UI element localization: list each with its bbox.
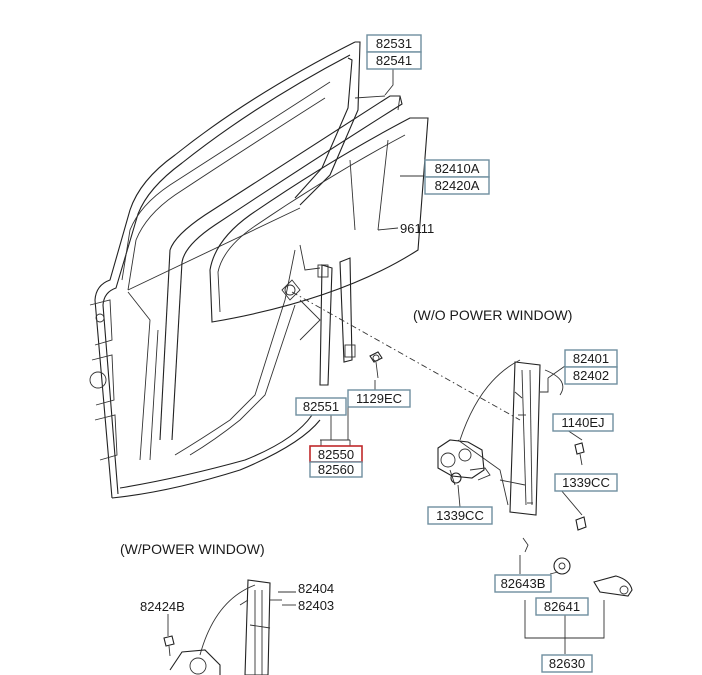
label-82531[interactable]: 82531 xyxy=(366,34,422,53)
label-82410a-text: 82410A xyxy=(435,161,480,176)
label-82420a-text: 82420A xyxy=(435,178,480,193)
label-82551-text: 82551 xyxy=(303,399,339,414)
label-1339cc-left[interactable]: 1339CC xyxy=(427,506,493,525)
label-82410a[interactable]: 82410A xyxy=(424,159,490,178)
label-82550-text: 82550 xyxy=(318,447,354,462)
label-82541-text: 82541 xyxy=(376,53,412,68)
label-82630-text: 82630 xyxy=(549,656,585,671)
label-82643b[interactable]: 82643B xyxy=(494,574,552,593)
label-1339cc-left-text: 1339CC xyxy=(436,508,484,523)
assembly-dashed-line xyxy=(291,291,521,421)
nut-1339cc-right-icon xyxy=(575,516,587,531)
label-82404[interactable]: 82404 xyxy=(298,581,334,596)
manual-regulator xyxy=(457,359,564,516)
nut-1339cc-left-icon xyxy=(450,472,462,484)
label-1339cc-right-text: 1339CC xyxy=(562,475,610,490)
label-82424b[interactable]: 82424B xyxy=(140,599,185,614)
label-82560-text: 82560 xyxy=(318,462,354,477)
label-82402-text: 82402 xyxy=(573,368,609,383)
rear-channel xyxy=(319,257,356,386)
crank-gear-icon xyxy=(437,439,491,486)
label-82403[interactable]: 82403 xyxy=(298,598,334,613)
label-82641[interactable]: 82641 xyxy=(535,597,589,616)
power-regulator xyxy=(169,579,282,675)
label-96111[interactable]: 96111 xyxy=(400,221,434,236)
label-82551[interactable]: 82551 xyxy=(295,397,347,416)
label-82643b-text: 82643B xyxy=(501,576,546,591)
label-82401[interactable]: 82401 xyxy=(564,349,618,368)
label-82641-text: 82641 xyxy=(544,599,580,614)
handle-parts xyxy=(522,537,633,597)
door-glass xyxy=(209,117,429,323)
bolt-1140ej-icon xyxy=(574,442,585,466)
label-82541[interactable]: 82541 xyxy=(366,51,422,70)
run-channel xyxy=(159,95,403,441)
label-82531-text: 82531 xyxy=(376,36,412,51)
label-82401-text: 82401 xyxy=(573,351,609,366)
note-w-power-window: (W/POWER WINDOW) xyxy=(120,541,265,557)
regulator-mount xyxy=(281,244,329,341)
label-82550[interactable]: 82550 xyxy=(309,445,363,463)
door-frame xyxy=(89,41,361,499)
bolt-82424b-icon xyxy=(163,635,175,657)
label-82630[interactable]: 82630 xyxy=(541,654,593,673)
label-82560[interactable]: 82560 xyxy=(309,461,363,478)
note-wo-power-window: (W/O POWER WINDOW) xyxy=(413,307,572,323)
label-1339cc-right[interactable]: 1339CC xyxy=(554,473,618,492)
label-82420a[interactable]: 82420A xyxy=(424,176,490,195)
label-1140ej-text: 1140EJ xyxy=(561,415,604,430)
bolt-1129ec-icon xyxy=(369,351,383,379)
label-1129ec[interactable]: 1129EC xyxy=(347,389,411,408)
label-82402[interactable]: 82402 xyxy=(564,366,618,385)
label-1129ec-text: 1129EC xyxy=(356,391,402,406)
label-1140ej[interactable]: 1140EJ xyxy=(552,413,614,432)
